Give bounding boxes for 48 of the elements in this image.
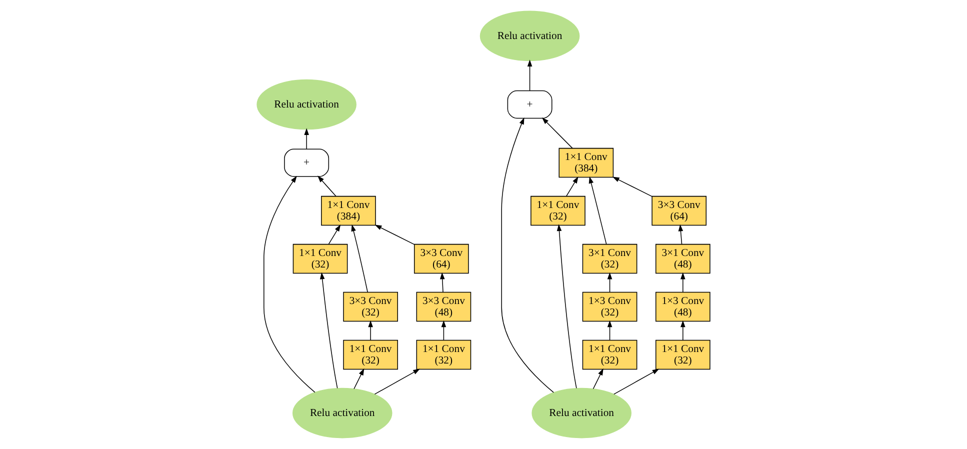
arrow <box>374 224 415 245</box>
node-ellipse: Relu activation <box>256 79 356 130</box>
node-box: 1×3 Conv (48) <box>655 292 710 322</box>
arrow <box>607 320 612 340</box>
node-ellipse: Relu activation <box>292 388 392 438</box>
arrow <box>328 224 341 244</box>
node-box: 3×3 Conv (32) <box>343 292 398 322</box>
node-box: 1×1 Conv (32) <box>343 340 398 370</box>
arrow <box>264 176 316 393</box>
node-box: 3×1 Conv (32) <box>582 244 638 274</box>
arrow <box>440 272 445 292</box>
arrow <box>368 320 373 340</box>
node-box: 3×3 Conv (64) <box>414 244 469 274</box>
node-box: 1×1 Conv (384) <box>321 196 376 226</box>
arrow <box>320 272 338 389</box>
node-ellipse: Relu activation <box>480 10 580 62</box>
arrow <box>680 272 686 292</box>
arrow <box>607 272 612 292</box>
arrow <box>680 320 686 340</box>
arrow <box>527 60 532 91</box>
node-box: 1×1 Conv (32) <box>292 244 348 274</box>
node-box: + <box>284 148 330 177</box>
node-box: 1×1 Conv (32) <box>655 340 710 370</box>
node-box: + <box>507 90 552 119</box>
node-box: 3×1 Conv (48) <box>655 244 710 274</box>
arrow <box>374 368 420 395</box>
arrow <box>318 176 336 196</box>
arrow <box>592 368 604 390</box>
arrow <box>556 224 577 389</box>
node-box: 3×3 Conv (48) <box>416 292 472 322</box>
node-ellipse: Relu activation <box>532 388 632 438</box>
arrow <box>542 117 573 149</box>
arrow <box>614 368 660 395</box>
arrow <box>501 117 554 393</box>
arrow <box>678 224 684 244</box>
arrow <box>441 320 446 340</box>
node-box: 1×3 Conv (32) <box>582 292 638 322</box>
node-box: 1×1 Conv (384) <box>558 148 614 178</box>
node-box: 1×1 Conv (32) <box>530 196 586 226</box>
arrow <box>354 368 364 390</box>
arrow <box>612 176 652 197</box>
node-box: 1×1 Conv (32) <box>582 340 638 370</box>
arrow <box>588 176 607 245</box>
arrow <box>304 128 309 150</box>
node-box: 3×3 Conv (64) <box>652 196 707 226</box>
arrow <box>351 224 368 293</box>
arrow <box>566 176 578 196</box>
node-box: 1×1 Conv (32) <box>416 340 472 370</box>
